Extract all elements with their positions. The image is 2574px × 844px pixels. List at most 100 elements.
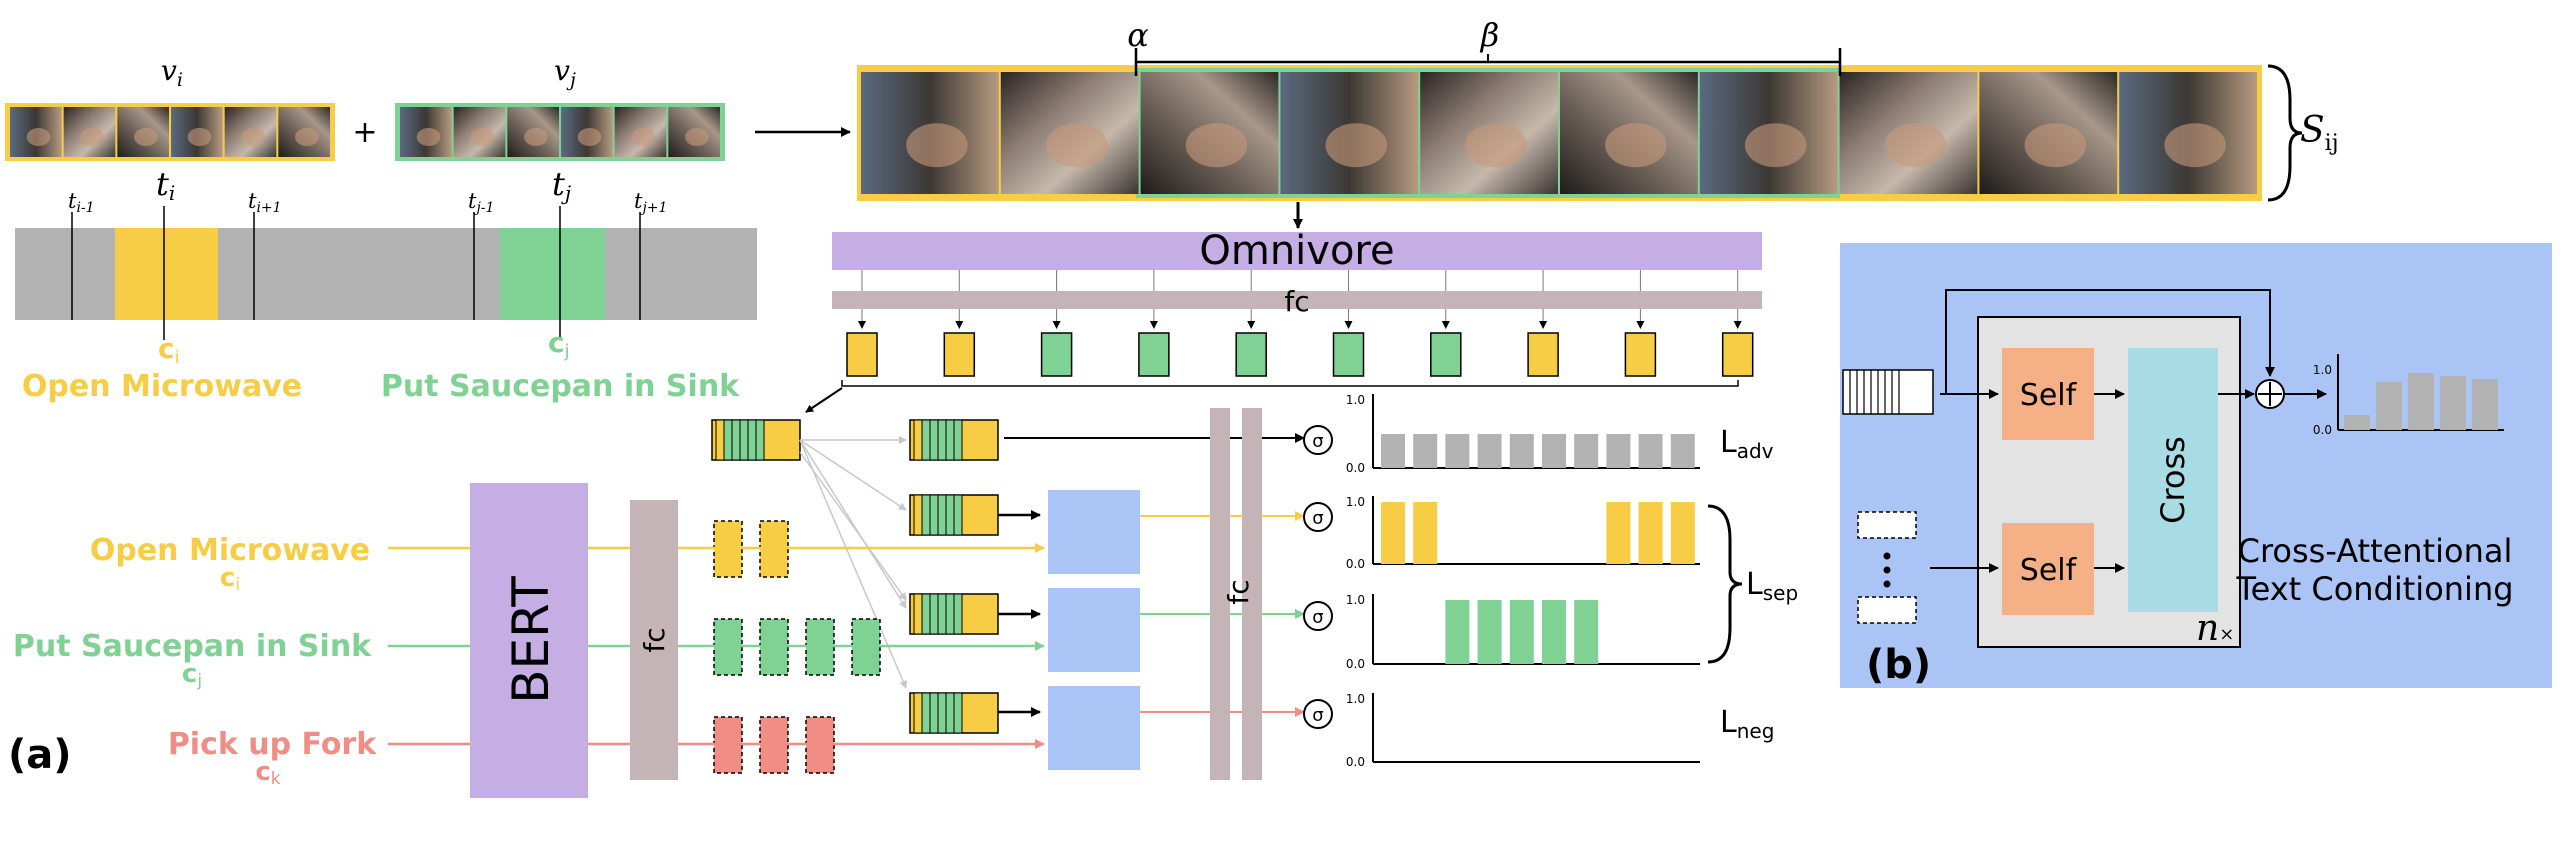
vi-label: vi	[161, 54, 183, 91]
vj-frame-detail	[416, 128, 441, 146]
video-feature-cell	[1624, 332, 1657, 377]
vi-frame-detail	[134, 128, 158, 146]
sequence-frame-detail	[1325, 123, 1388, 168]
ci-bottom-label: ci	[220, 563, 240, 595]
chart-sep-j: 1.0 0.0	[1346, 593, 1700, 671]
fc-left-label: fc	[638, 627, 671, 652]
omnivore-box	[832, 232, 1762, 270]
chart-tick-0: 0.0	[1346, 557, 1365, 571]
cond-block-i	[1048, 490, 1140, 574]
panel-b-caption-2: Text Conditioning	[2235, 570, 2513, 608]
add-circle	[2255, 379, 2285, 409]
sequence-frame-detail	[1465, 123, 1527, 168]
b-chart-bar	[2440, 376, 2466, 430]
b-chart-bar	[2344, 415, 2370, 430]
sigmoid-sep-j: σ	[1303, 601, 1333, 631]
fc-top-box	[832, 291, 1762, 309]
sequence-frame-detail	[2024, 123, 2087, 168]
cj-bottom-label: cj	[182, 659, 202, 691]
cj-top-label: cj	[548, 326, 570, 362]
fc-top-label: fc	[1284, 285, 1309, 318]
omnivore-label: Omnivore	[1199, 228, 1394, 274]
chart-adv-bar	[1542, 434, 1566, 468]
self-attn-top-box	[2002, 348, 2094, 440]
chart-tick-0: 0.0	[1346, 461, 1365, 475]
sequence-frame-detail	[1605, 123, 1667, 168]
action-i-bottom: Open Microwave	[90, 533, 370, 568]
chart-sep-j-bar	[1574, 600, 1599, 664]
video-feature-cell	[1138, 332, 1170, 377]
chart-tick-1: 1.0	[1346, 495, 1365, 509]
svg-text:σ: σ	[1312, 431, 1323, 452]
tj-minus-1-label: tj-1	[468, 189, 494, 216]
chart-adv-bar	[1638, 434, 1663, 468]
chart-tick-1: 1.0	[1346, 593, 1365, 607]
pooled-stack-sep-i	[909, 494, 999, 536]
chart-sep-j-bar	[1477, 600, 1502, 664]
chart-sep-j-bar	[1509, 600, 1534, 664]
b-chart-tick-0: 0.0	[2313, 423, 2332, 437]
fanout-arrow	[799, 439, 907, 511]
chart-tick-0: 0.0	[1346, 657, 1365, 671]
sequence-frame-detail	[906, 123, 968, 168]
loss-adv-label: Ladv	[1720, 425, 1774, 463]
fc-right-label: fc	[1222, 579, 1255, 604]
pooled-stack-neg	[909, 692, 999, 734]
sequence-frame-detail	[1185, 123, 1248, 168]
action-i-top: Open Microwave	[22, 369, 302, 404]
beta-label: β	[1480, 16, 1500, 54]
vj-frame-detail	[470, 128, 494, 146]
vi-frame-detail	[241, 128, 265, 146]
chart-adv-bar	[1670, 434, 1695, 468]
panel-a-label: (a)	[8, 732, 72, 778]
fanout-arrow	[799, 451, 907, 601]
video-feature-cell	[846, 332, 878, 377]
cond-block-j	[1048, 588, 1140, 672]
chart-adv-bar	[1381, 434, 1405, 468]
bert-label: BERT	[502, 576, 560, 704]
loss-sep-label: Lsep	[1746, 567, 1798, 605]
self-attn-top-label: Self	[2020, 378, 2078, 413]
n-times-label: n×	[2196, 608, 2234, 649]
sigmoid-adv: σ	[1303, 425, 1333, 455]
chart-sep-j-bar	[1542, 600, 1566, 664]
vi-frame-detail	[187, 128, 212, 146]
video-feature-cell	[1527, 332, 1559, 377]
loss-sep-brace	[1707, 504, 1743, 664]
chart-adv-bar	[1606, 434, 1631, 468]
timeline: ti-1 ti ti+1 tj-1 tj tj+1 ci Open Microw…	[15, 165, 757, 404]
ci-top-label: ci	[158, 332, 180, 368]
ti-minus-1-label: ti-1	[68, 189, 95, 216]
chart-tick-0: 0.0	[1346, 755, 1365, 769]
clip-vj: vj	[395, 54, 725, 161]
svg-text:σ: σ	[1312, 607, 1323, 628]
vi-frame-detail	[80, 128, 104, 146]
vi-frame-detail	[26, 128, 51, 146]
cross-attn-box	[2128, 348, 2218, 612]
sigmoid-neg: σ	[1303, 699, 1333, 729]
pooled-stack-source	[711, 419, 801, 461]
self-attn-bottom-label: Self	[2020, 553, 2078, 588]
sequence-brace	[2267, 64, 2303, 202]
b-video-token-strip	[1842, 369, 1934, 415]
text-token-stack	[1857, 511, 1917, 624]
video-feature-cell	[1235, 332, 1267, 377]
ti-label: ti	[156, 165, 175, 205]
chart-tick-1: 1.0	[1346, 393, 1365, 407]
sigmoid-sep-i: σ	[1303, 502, 1333, 532]
svg-text:σ: σ	[1312, 705, 1323, 726]
clip-vi: vi	[5, 54, 335, 161]
sequence-frame-detail	[1744, 123, 1807, 168]
fc-right-bar-1	[1210, 408, 1230, 780]
b-chart-bar	[2408, 373, 2434, 430]
chart-adv-bar	[1509, 434, 1534, 468]
timeline-segment-i	[115, 228, 218, 320]
fc-right-bar-2	[1242, 408, 1262, 780]
svg-text:σ: σ	[1312, 508, 1323, 529]
chart-sep-i-bar	[1606, 502, 1631, 564]
chart-sep-i-bar	[1638, 502, 1663, 564]
chart-sep-i-bar	[1670, 502, 1695, 564]
panel-b: Self Self Cross n× 1.00.0 Cross-Attentio…	[1840, 243, 2552, 688]
chart-sep-i-bar	[1413, 502, 1438, 564]
